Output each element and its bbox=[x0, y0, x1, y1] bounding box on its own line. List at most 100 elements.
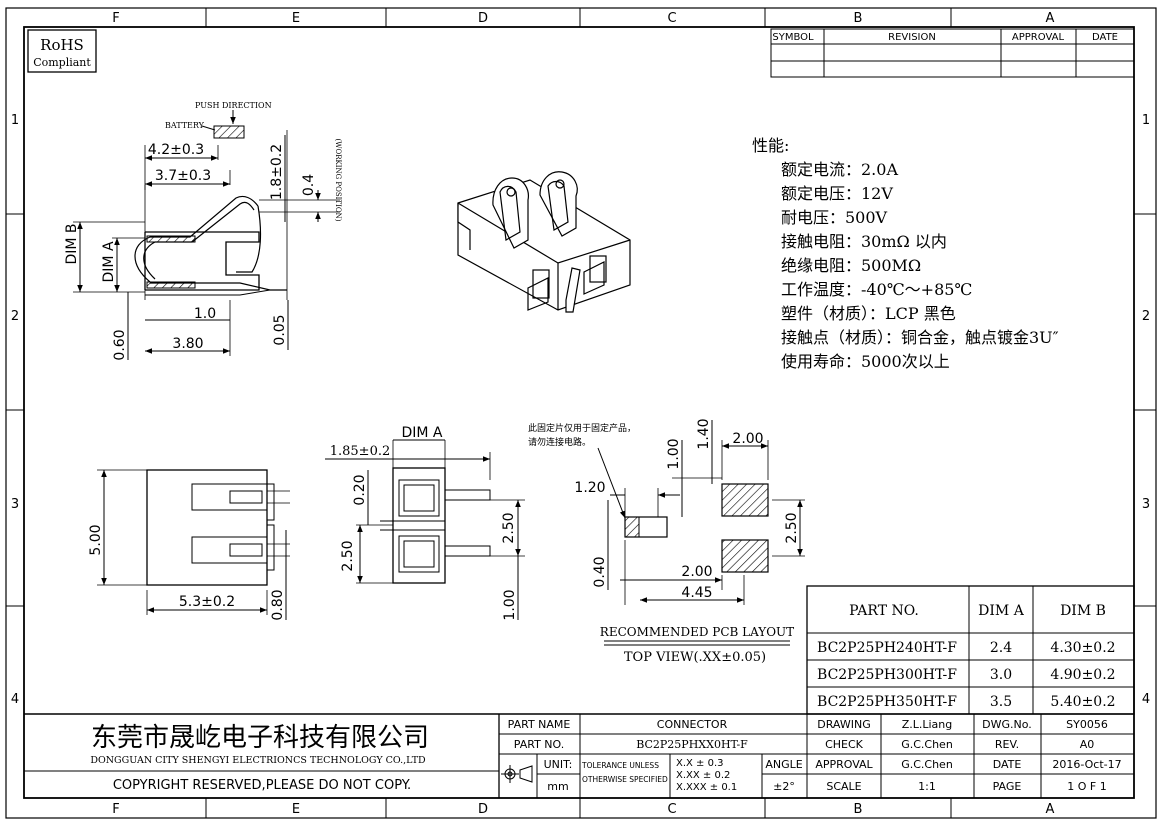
push-direction-label: PUSH DIRECTION bbox=[195, 101, 272, 110]
dim-1-00: 1.00 bbox=[502, 589, 518, 620]
dim-0-80: 0.80 bbox=[270, 589, 286, 620]
part-table-cell: 5.40±0.2 bbox=[1050, 694, 1115, 710]
row-label-left: 4 bbox=[11, 692, 19, 707]
spec-item: 接触电阻：30mΩ 以内 bbox=[781, 232, 947, 251]
dim-4-2: 4.2±0.3 bbox=[148, 142, 204, 158]
col-label-top: A bbox=[1046, 11, 1055, 26]
part-no-label: PART NO. bbox=[514, 738, 564, 751]
col-label-bottom: C bbox=[667, 802, 676, 817]
date-value: 2016-Oct-17 bbox=[1052, 758, 1121, 771]
dim-0-20: 0.20 bbox=[352, 474, 368, 505]
dim-2-50-right: 2.50 bbox=[501, 512, 517, 543]
pcb-dim-2-50: 2.50 bbox=[784, 512, 800, 543]
row-label-right: 4 bbox=[1142, 692, 1150, 707]
dim-3-80: 3.80 bbox=[172, 336, 203, 352]
row-label-left: 1 bbox=[11, 113, 19, 128]
drawing-value: Z.L.Liang bbox=[902, 718, 953, 731]
part-table-header: PART NO. bbox=[849, 603, 919, 619]
dim-a-label: DIM A bbox=[101, 241, 117, 282]
copyright-notice: COPYRIGHT RESERVED,PLEASE DO NOT COPY. bbox=[113, 778, 411, 793]
part-table-cell: 3.0 bbox=[990, 667, 1012, 683]
pcb-note-line2: 请勿连接电路。 bbox=[528, 436, 591, 448]
spec-item: 额定电流：2.0A bbox=[781, 160, 898, 179]
top-dim-a: DIM A bbox=[401, 425, 442, 441]
pcb-dim-2-00-top: 2.00 bbox=[732, 431, 763, 447]
col-label-bottom: A bbox=[1046, 802, 1055, 817]
col-label-top: F bbox=[112, 11, 119, 26]
rev-date-header: DATE bbox=[1092, 32, 1118, 43]
company-name-cn: 东莞市晟屹电子科技有限公司 bbox=[91, 723, 429, 753]
pcb-dim-1-00: 1.00 bbox=[666, 438, 682, 469]
dim-1-85: 1.85±0.2 bbox=[330, 444, 391, 459]
tolerance-xx1: X.X ± 0.3 bbox=[676, 758, 724, 769]
tolerance-line1: TOLERANCE UNLESS bbox=[581, 761, 659, 770]
rohs-subtitle: Compliant bbox=[33, 56, 91, 69]
col-label-top: D bbox=[478, 11, 488, 26]
pcb-layout-title: RECOMMENDED PCB LAYOUT bbox=[600, 625, 794, 639]
dim-1-0: 1.0 bbox=[194, 306, 216, 322]
date-label: DATE bbox=[993, 758, 1022, 771]
col-label-bottom: B bbox=[854, 802, 863, 817]
page-value: 1 O F 1 bbox=[1067, 780, 1106, 793]
dim-5-3: 5.3±0.2 bbox=[179, 594, 235, 610]
pcb-dim-1-20: 1.20 bbox=[574, 480, 605, 496]
spec-item: 额定电压：12V bbox=[781, 184, 893, 203]
spec-item: 接触点（材质）：铜合金，触点镀金3U″ bbox=[781, 328, 1059, 347]
projection-symbol-icon bbox=[501, 765, 533, 783]
row-label-right: 3 bbox=[1142, 497, 1150, 512]
dim-1-8: 1.8±0.2 bbox=[269, 144, 285, 200]
row-label-left: 3 bbox=[11, 497, 19, 512]
rev-label: REV. bbox=[995, 738, 1019, 751]
rohs-title: RoHS bbox=[40, 36, 84, 54]
battery-label: BATTERY bbox=[165, 121, 205, 130]
tolerance-xx3: X.XXX ± 0.1 bbox=[676, 782, 737, 793]
part-table-header: DIM B bbox=[1060, 603, 1106, 619]
check-value: G.C.Chen bbox=[901, 738, 953, 751]
col-label-top: B bbox=[854, 11, 863, 26]
company-name-en: DONGGUAN CITY SHENGYI ELECTRIONCS TECHNO… bbox=[90, 755, 426, 766]
dim-0-05: 0.05 bbox=[272, 314, 288, 345]
approval-value: G.C.Chen bbox=[901, 758, 953, 771]
part-table-cell: 4.90±0.2 bbox=[1050, 667, 1115, 683]
col-label-bottom: E bbox=[292, 802, 300, 817]
dim-5-00: 5.00 bbox=[88, 524, 104, 555]
drawing-label: DRAWING bbox=[817, 718, 870, 731]
rohs-stamp: RoHS Compliant bbox=[27, 29, 97, 73]
pcb-note-line1: 此固定片仅用于固定产品， bbox=[528, 422, 636, 434]
pcb-dim-2-00: 2.00 bbox=[681, 564, 712, 580]
dwg-no-value: SY0056 bbox=[1066, 718, 1108, 731]
part-no-value: BC2P25PHXX0HT-F bbox=[636, 738, 748, 751]
dim-b-label: DIM B bbox=[64, 223, 80, 264]
pcb-layout: 此固定片仅用于固定产品， 请勿连接电路。 2.00 1.40 1.00 1.20… bbox=[528, 418, 805, 665]
approval-label: APPROVAL bbox=[815, 758, 873, 771]
part-name-value: CONNECTOR bbox=[657, 718, 728, 731]
dim-3-7: 3.7±0.3 bbox=[155, 168, 211, 184]
unit-value: mm bbox=[547, 780, 568, 793]
revision-table: SYMBOL REVISION APPROVAL DATE bbox=[770, 28, 1135, 78]
dim-0-4: 0.4 bbox=[301, 174, 317, 196]
isometric-view bbox=[457, 171, 631, 313]
rev-symbol-header: SYMBOL bbox=[772, 32, 814, 43]
pcb-dim-4-45: 4.45 bbox=[681, 585, 712, 601]
front-view: 5.00 5.3±0.2 0.80 bbox=[88, 469, 290, 621]
rev-approval-header: APPROVAL bbox=[1012, 32, 1065, 43]
sheet-border: F E D C B A F E D C B A 1 2 3 4 1 2 3 4 bbox=[5, 7, 1157, 819]
spec-item: 使用寿命：5000次以上 bbox=[781, 352, 950, 371]
check-label: CHECK bbox=[825, 738, 864, 751]
unit-label: UNIT: bbox=[544, 758, 573, 771]
scale-label: SCALE bbox=[826, 780, 861, 793]
pcb-dim-1-40: 1.40 bbox=[696, 418, 712, 449]
row-label-left: 2 bbox=[11, 309, 19, 324]
part-table-cell: 4.30±0.2 bbox=[1050, 640, 1115, 656]
battery-hatch bbox=[213, 125, 245, 139]
pcb-dim-0-40: 0.40 bbox=[592, 556, 608, 587]
row-label-right: 1 bbox=[1142, 113, 1150, 128]
angle-label: ANGLE bbox=[765, 758, 802, 771]
col-label-top: E bbox=[292, 11, 300, 26]
dim-2-50-left: 2.50 bbox=[340, 540, 356, 571]
spec-item: 工作温度：-40℃～+85℃ bbox=[781, 280, 972, 299]
pcb-pad-top bbox=[721, 483, 769, 517]
dim-0-60: 0.60 bbox=[112, 329, 128, 360]
rev-revision-header: REVISION bbox=[888, 32, 936, 43]
row-label-right: 2 bbox=[1142, 309, 1150, 324]
